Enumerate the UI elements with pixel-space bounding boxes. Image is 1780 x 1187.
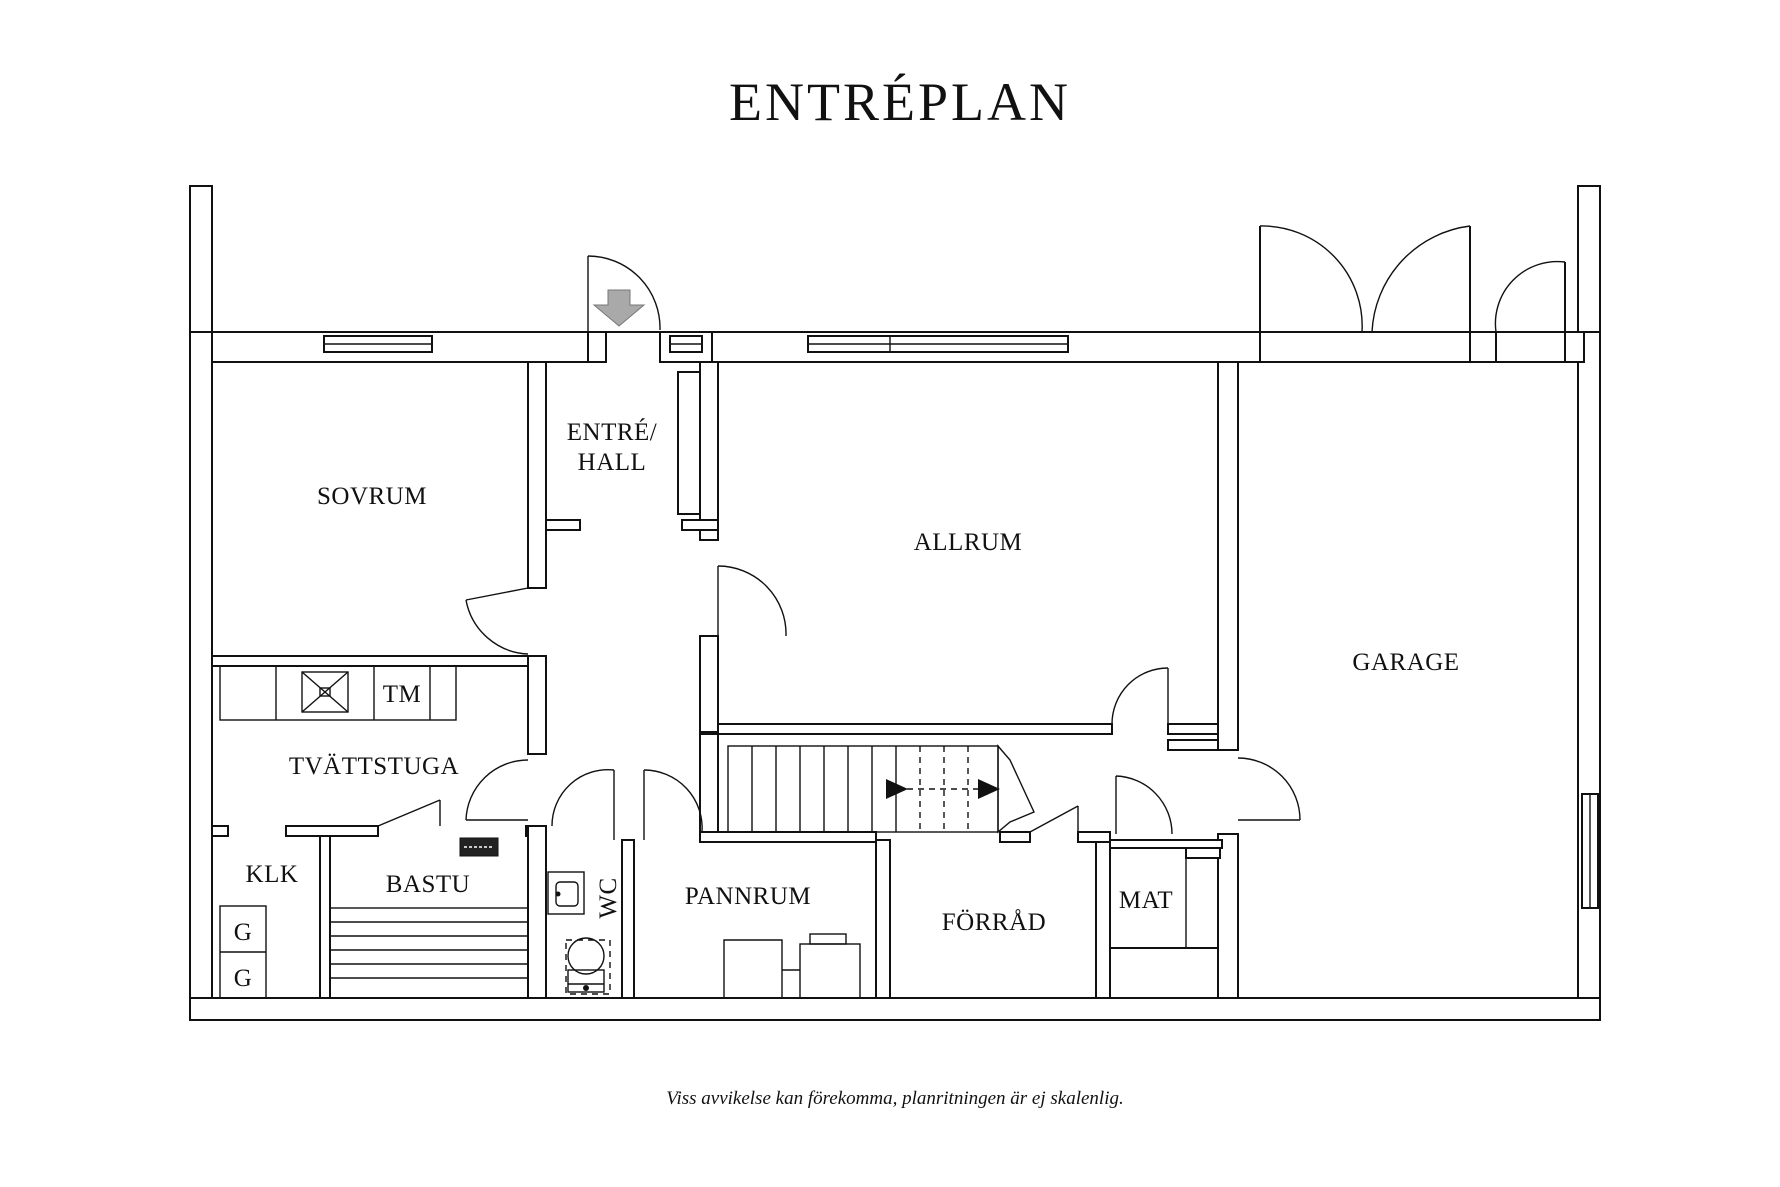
windows bbox=[323, 335, 1599, 909]
room-label-mat: MAT bbox=[1119, 887, 1173, 914]
room-label-forrad: FÖRRÅD bbox=[942, 909, 1046, 936]
room-label-entre-line1: ENTRÉ/ bbox=[567, 418, 658, 446]
interior-doors bbox=[377, 565, 1301, 840]
room-label-tm: TM bbox=[383, 681, 422, 708]
toilet-icon bbox=[565, 937, 611, 995]
room-label-allrum: ALLRUM bbox=[914, 529, 1023, 556]
entrance-door bbox=[587, 255, 661, 363]
room-label-klk: KLK bbox=[246, 861, 299, 888]
plan-title: ENTRÉPLAN bbox=[729, 72, 1071, 132]
room-label-garage: GARAGE bbox=[1352, 649, 1459, 676]
room-label-tvattstuga: TVÄTTSTUGA bbox=[289, 753, 459, 780]
stair-arrow-icon bbox=[978, 779, 1000, 799]
cabinet-label-g2: G bbox=[234, 965, 253, 992]
garage-doors bbox=[1259, 225, 1566, 363]
room-label-pannrum: PANNRUM bbox=[685, 883, 811, 910]
sauna-heater-icon bbox=[459, 837, 499, 857]
footnote: Viss avvikelse kan förekomma, planritnin… bbox=[666, 1088, 1123, 1109]
entrance-arrow-icon bbox=[592, 289, 646, 327]
room-label-entre-line2: HALL bbox=[578, 449, 647, 476]
cabinet-label-g1: G bbox=[234, 919, 253, 946]
sink-icon bbox=[547, 871, 585, 915]
sauna-benches bbox=[329, 907, 529, 999]
room-label-wc: WC bbox=[595, 877, 622, 918]
room-label-sovrum: SOVRUM bbox=[317, 483, 427, 510]
stairs bbox=[727, 744, 1035, 834]
stair-arrow-icon bbox=[886, 779, 908, 799]
room-label-bastu: BASTU bbox=[386, 871, 470, 898]
room-labels: SOVRUM ENTRÉ/ HALL ALLRUM GARAGE TVÄTTST… bbox=[234, 418, 1459, 992]
interior-walls bbox=[211, 361, 1239, 999]
washing-machine-icon bbox=[301, 671, 349, 713]
fixtures bbox=[219, 665, 861, 999]
